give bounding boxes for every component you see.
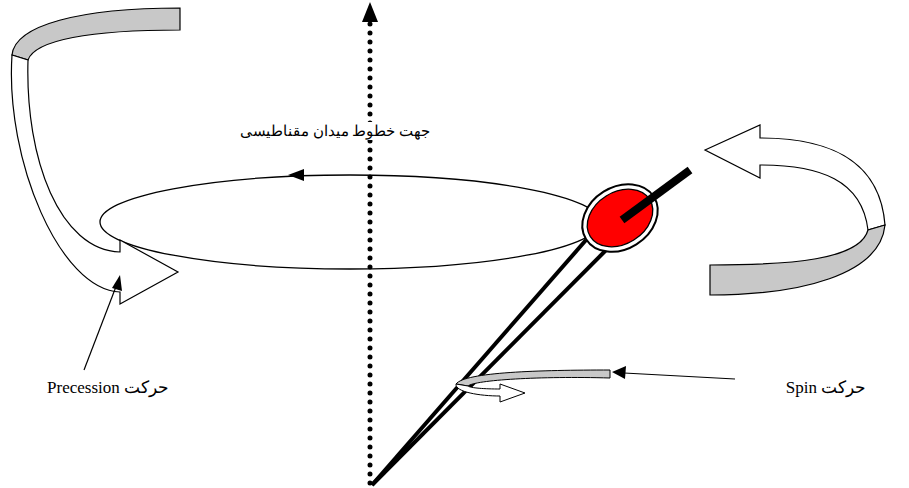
leader-arrowhead — [612, 366, 626, 379]
precession-ribbon-back — [12, 8, 180, 60]
cone-edge — [372, 240, 586, 485]
spin-axis — [622, 170, 690, 220]
precession-ribbon-back — [710, 225, 885, 295]
precession-orbit — [100, 175, 600, 269]
orbit-arrowhead — [288, 169, 304, 181]
precession-ribbon-arrow — [11, 55, 178, 304]
field-line — [368, 24, 373, 484]
leader-line — [84, 284, 117, 370]
field-direction-label: جهت خطوط میدان مقناطیسی — [237, 122, 433, 140]
field-arrowhead — [362, 2, 378, 22]
spin-ribbon-back — [456, 370, 610, 386]
spin-ribbon-arrow — [456, 384, 525, 402]
spin-label: حرکت Spin — [783, 378, 869, 398]
leader-line — [624, 373, 735, 379]
leader-arrowhead — [112, 275, 122, 291]
precession-label: حرکت Precession — [44, 378, 172, 398]
spinning-disk — [570, 171, 671, 266]
precession-ribbon-arrow — [705, 125, 885, 230]
